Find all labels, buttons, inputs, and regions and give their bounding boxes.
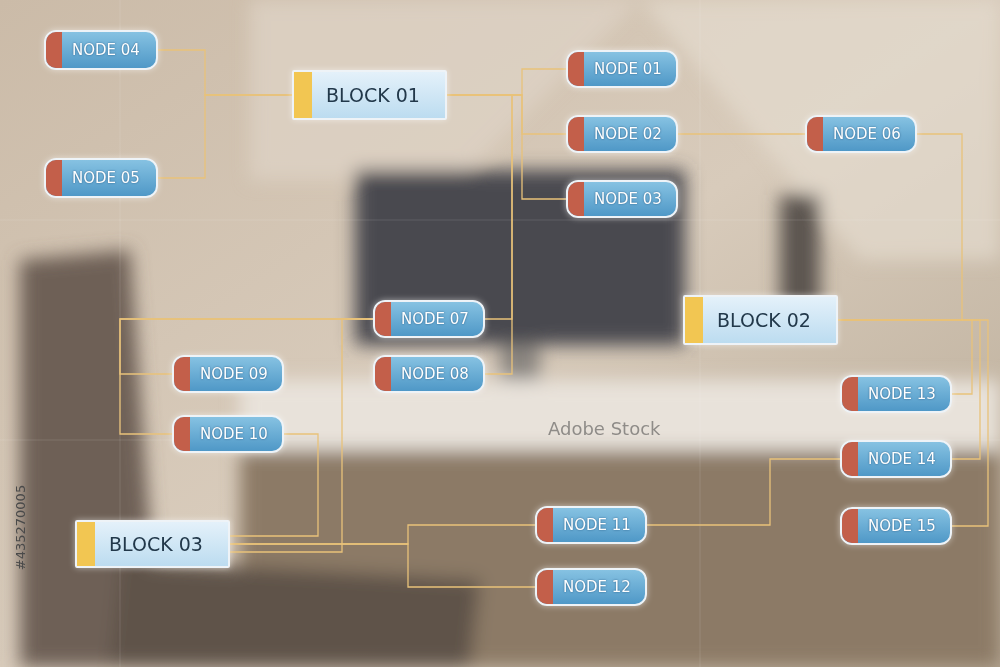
color-strip: [46, 32, 62, 68]
connector-line: [230, 544, 535, 587]
connector-line: [838, 134, 962, 320]
node-box: NODE 15: [840, 507, 952, 545]
color-strip: [375, 302, 391, 336]
connector-line: [678, 133, 805, 134]
light-patch: [250, 0, 640, 180]
chair-seat: [110, 560, 480, 667]
node-label: NODE 05: [62, 169, 150, 187]
color-strip: [537, 508, 553, 542]
color-strip: [46, 160, 62, 196]
node-label: NODE 14: [858, 450, 946, 468]
node-box: NODE 07: [373, 300, 485, 338]
node-label: NODE 12: [553, 578, 641, 596]
color-strip: [842, 509, 858, 543]
connector-line: [230, 525, 535, 544]
node-box: NODE 11: [535, 506, 647, 544]
node-label: BLOCK 01: [312, 84, 434, 106]
node-label: BLOCK 03: [95, 533, 217, 555]
node-box: NODE 10: [172, 415, 284, 453]
color-strip: [807, 117, 823, 151]
node-box: NODE 13: [840, 375, 952, 413]
node-label: NODE 03: [584, 190, 672, 208]
connector-line: [447, 95, 566, 199]
node-box: NODE 04: [44, 30, 158, 70]
connector-line: [838, 320, 980, 459]
node-box: NODE 01: [566, 50, 678, 88]
watermark: Adobe Stock: [548, 418, 660, 439]
connector-line: [158, 95, 292, 178]
connector-line: [447, 69, 566, 95]
color-strip: [568, 117, 584, 151]
connector-line: [447, 95, 566, 134]
connector-line: [158, 50, 292, 95]
stock-id: #435270005: [13, 478, 28, 578]
color-strip: [568, 52, 584, 86]
color-strip: [294, 72, 312, 118]
node-label: NODE 08: [391, 365, 479, 383]
connector-line: [838, 320, 988, 526]
node-label: NODE 11: [553, 516, 641, 534]
node-label: NODE 01: [584, 60, 672, 78]
color-strip: [174, 417, 190, 451]
color-strip: [77, 522, 95, 566]
node-label: NODE 02: [584, 125, 672, 143]
node-label: NODE 04: [62, 41, 150, 59]
color-strip: [685, 297, 703, 343]
node-box: NODE 05: [44, 158, 158, 198]
color-strip: [537, 570, 553, 604]
color-strip: [568, 182, 584, 216]
connector-line: [647, 459, 840, 525]
monitor-stand: [500, 345, 540, 385]
color-strip: [375, 357, 391, 391]
node-label: NODE 13: [858, 385, 946, 403]
color-strip: [842, 377, 858, 411]
connector-line: [447, 95, 512, 319]
node-box: NODE 03: [566, 180, 678, 218]
block-box: BLOCK 02: [683, 295, 838, 345]
block-box: BLOCK 03: [75, 520, 230, 568]
node-box: NODE 08: [373, 355, 485, 393]
monitor: [355, 170, 685, 345]
node-label: NODE 09: [190, 365, 278, 383]
node-label: BLOCK 02: [703, 309, 825, 331]
color-strip: [174, 357, 190, 391]
node-box: NODE 02: [566, 115, 678, 153]
node-box: NODE 09: [172, 355, 284, 393]
node-label: NODE 15: [858, 517, 946, 535]
node-box: NODE 14: [840, 440, 952, 478]
node-label: NODE 06: [823, 125, 911, 143]
node-box: NODE 12: [535, 568, 647, 606]
block-box: BLOCK 01: [292, 70, 447, 120]
node-label: NODE 07: [391, 310, 479, 328]
node-box: NODE 06: [805, 115, 917, 153]
color-strip: [842, 442, 858, 476]
node-label: NODE 10: [190, 425, 278, 443]
